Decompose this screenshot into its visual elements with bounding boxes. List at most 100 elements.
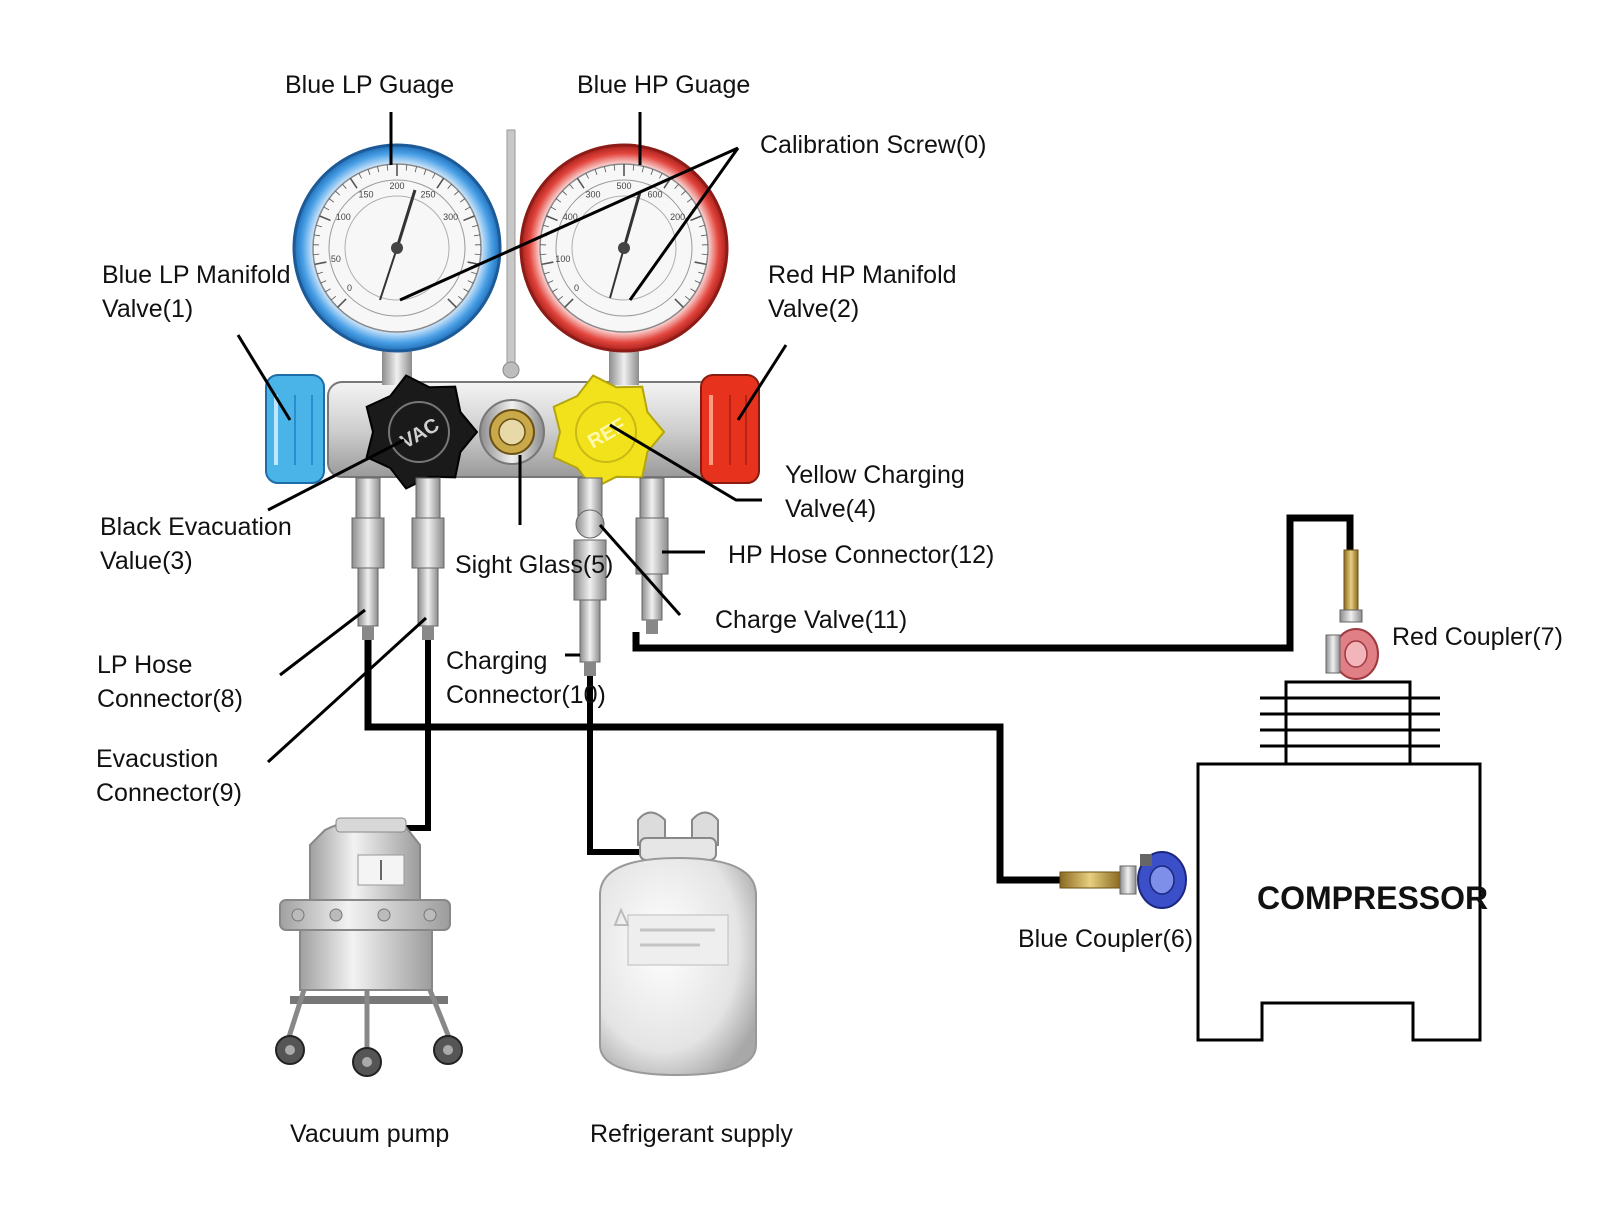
gauge-scale-number: 200 <box>670 212 685 222</box>
gauge-tick <box>681 190 686 196</box>
gauge-tick <box>458 295 464 301</box>
blue-coupler-label: Blue Coupler(6) <box>1018 925 1194 953</box>
gauge-tick <box>325 288 331 293</box>
gauge-tick <box>552 288 558 293</box>
evacuation-connector-fitting <box>411 477 445 640</box>
black-evacuation-valve-label: Black Evacuation Value(3) <box>100 513 292 575</box>
blue-lp-gauge-label: Blue LP Guage <box>285 71 455 99</box>
gauge-tick <box>650 169 654 175</box>
gauge-tick <box>555 198 562 203</box>
red-coupler <box>1325 549 1379 680</box>
gauge-tick <box>358 172 362 179</box>
gauge-tick <box>690 215 702 222</box>
charging-connector-label: Charging Connector(10) <box>446 647 606 709</box>
gauge-tick <box>323 206 330 211</box>
gauge-tick <box>386 164 389 171</box>
gauge-tick <box>632 164 635 171</box>
gauge-tick <box>543 224 550 228</box>
red-coupler-label: Red Coupler(7) <box>1392 623 1563 651</box>
gauge-tick <box>550 206 557 211</box>
gauge-tick <box>320 280 327 284</box>
gauge-scale-number: 400 <box>563 212 578 222</box>
gauge-scale-number: 50 <box>331 254 341 264</box>
gauge-tick <box>659 172 663 179</box>
charging-connector-fitting <box>573 477 607 676</box>
yellow-charging-valve-label: Yellow Charging Valve(4) <box>785 461 965 523</box>
gauge-scale-number: 100 <box>555 254 570 264</box>
gauge-scale-number: 200 <box>389 181 404 191</box>
compressor <box>1196 680 1482 1042</box>
compressor-label: COMPRESSOR <box>1257 880 1489 916</box>
gauge-tick <box>337 298 347 308</box>
gauge-tick <box>467 280 474 284</box>
refrigerant-cylinder <box>599 811 757 1077</box>
gauge-scale-number: 300 <box>585 189 600 199</box>
sight-glass-label: Sight Glass(5) <box>455 551 614 579</box>
gauge-tick <box>459 198 466 203</box>
gauge-scale-number: 500 <box>616 181 631 191</box>
gauge-tick <box>694 261 707 266</box>
gauge-tick <box>641 166 644 173</box>
gauge-tick <box>328 198 335 203</box>
gauge-tick <box>698 271 705 275</box>
lp-hose <box>364 640 1060 884</box>
gauge-tick <box>613 164 616 171</box>
gauge-tick <box>569 183 574 189</box>
gauge-tick <box>547 280 554 284</box>
gauge-tick <box>564 298 574 308</box>
vacuum-pump-label: Vacuum pump <box>290 1120 450 1148</box>
gauge-tick <box>473 234 481 237</box>
gauge-tick <box>674 298 684 308</box>
gauge-tick <box>576 177 585 189</box>
gauge-tick <box>367 169 371 175</box>
gauge-tick <box>585 172 589 179</box>
gauge-tick <box>546 215 558 222</box>
gauge-tick <box>454 190 459 196</box>
gauge-tick <box>543 271 550 275</box>
gauge-tick <box>674 183 679 189</box>
gauge-tick <box>594 169 598 175</box>
gauge-tick <box>349 177 358 189</box>
gauge-tick <box>342 183 347 189</box>
sight-glass <box>479 399 545 465</box>
gauge-tick <box>314 261 327 266</box>
gauge-tick <box>557 295 563 301</box>
charging-hose <box>587 675 650 855</box>
hp-gauge: 300 400 500 600 200 100 0 <box>519 143 729 353</box>
leader-lines <box>236 112 788 764</box>
charge-valve-label: Charge Valve(11) <box>715 606 908 634</box>
gauge-tick <box>471 271 478 275</box>
gauge-scale-number: 150 <box>358 189 373 199</box>
gauge-tick <box>562 190 567 196</box>
gauge-tick <box>330 295 336 301</box>
gauge-tick <box>463 288 469 293</box>
calibration-screw-label: Calibration Screw(0) <box>760 131 987 159</box>
gauge-tick <box>604 166 607 173</box>
refrigerant-supply-label: Refrigerant supply <box>590 1120 793 1148</box>
hp-hose-connector-fitting <box>635 477 669 634</box>
gauge-scale-number: 0 <box>574 283 579 293</box>
evacuation-connector-label: Evacustion Connector(9) <box>96 745 242 807</box>
lp-hose-connector-label: LP Hose Connector(8) <box>97 651 243 713</box>
blue-hp-gauge-label: Blue HP Guage <box>577 71 751 99</box>
blue-lp-manifold-valve-knob <box>265 374 325 484</box>
yellow-charging-valve-knob: REF <box>552 374 666 490</box>
gauge-tick <box>447 298 457 308</box>
gauge-scale-number: 600 <box>647 189 662 199</box>
gauge-tick <box>436 177 445 189</box>
gauge-tick <box>423 169 427 175</box>
gauge-tick <box>316 224 323 228</box>
gauge-tick <box>690 288 696 293</box>
vacuum-pump <box>275 817 463 1077</box>
gauge-tick <box>700 234 708 237</box>
gauge-scale-number: 0 <box>347 283 352 293</box>
lp-gauge-ticks <box>313 164 481 308</box>
lp-hose-connector-fitting <box>351 477 385 640</box>
blue-lp-manifold-valve-label: Blue LP Manifold Valve(1) <box>102 261 291 323</box>
gauge-tick <box>316 271 323 275</box>
hp-gauge-scale: 300 400 500 600 200 100 0 <box>555 181 685 293</box>
gauge-tick <box>313 234 321 237</box>
